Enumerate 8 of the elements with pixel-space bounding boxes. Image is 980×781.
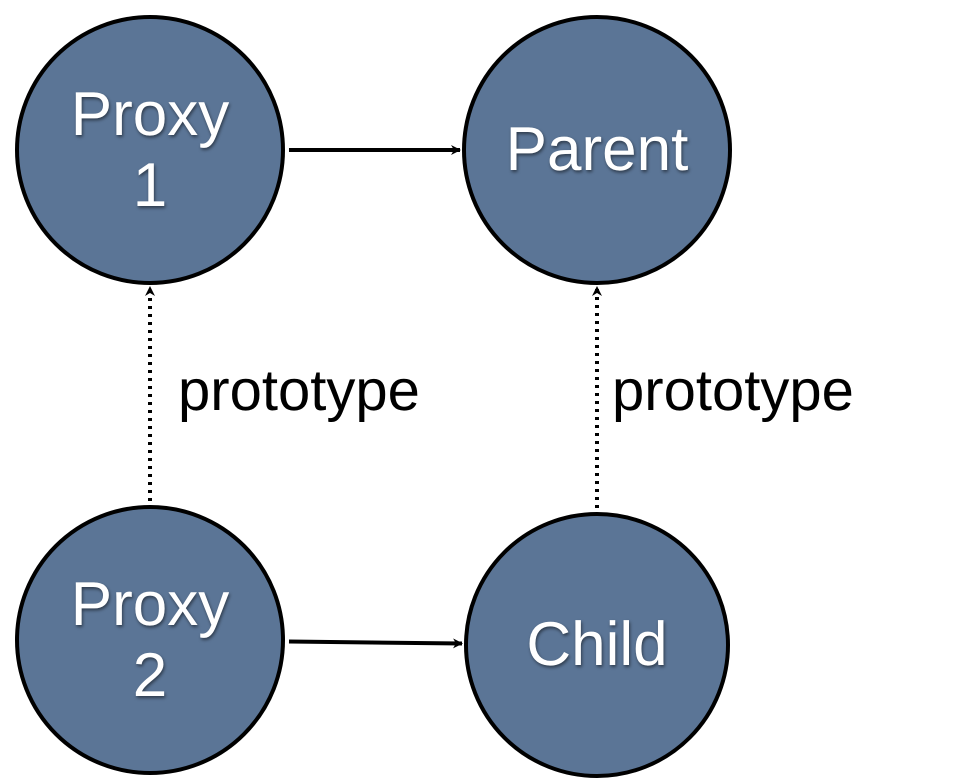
arrow	[288, 638, 463, 648]
node-label: Proxy 1	[70, 78, 230, 222]
node-label: Child	[525, 609, 669, 681]
node-label: Parent	[504, 114, 690, 186]
arrow	[592, 286, 602, 508]
node-label: Proxy 2	[70, 568, 230, 712]
arrow	[289, 145, 461, 155]
arrow	[145, 286, 155, 501]
